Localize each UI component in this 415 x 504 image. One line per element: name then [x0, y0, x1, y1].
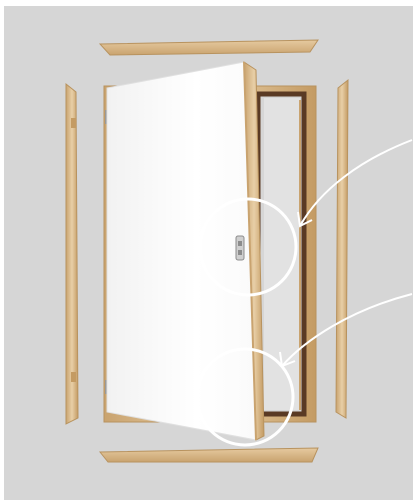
left-trim-notch-top: [71, 118, 76, 128]
door-handle-icon: [236, 236, 244, 260]
left-trim-notch-bottom: [71, 372, 76, 382]
right-trim: [336, 80, 348, 418]
